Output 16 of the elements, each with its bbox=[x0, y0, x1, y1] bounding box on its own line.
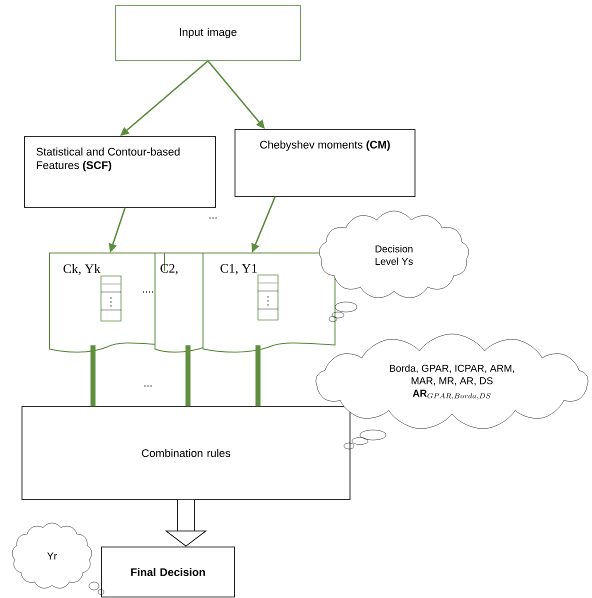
process-box: Final Decision bbox=[101, 546, 235, 598]
ellipsis: ... bbox=[144, 385, 152, 387]
process-box: Combination rules bbox=[22, 406, 350, 500]
node-label: $\mathbf{AR}_{GPAR,Borda,DS}$ bbox=[412, 390, 491, 400]
process-box: Chebyshev moments (CM) bbox=[234, 129, 416, 197]
ellipsis: .... bbox=[142, 291, 154, 293]
connector-bar bbox=[186, 345, 190, 406]
thought-cloud: Decision Level Ys bbox=[319, 210, 469, 322]
ellipsis: ... bbox=[209, 217, 217, 219]
process-box: Input image bbox=[115, 5, 301, 61]
node-label: Borda, GPAR, ICPAR, ARM, MAR, MR, AR, DS bbox=[390, 364, 514, 386]
process-box: Statistical and Contour-based Features (SCF) bbox=[24, 136, 216, 208]
connector-bar bbox=[256, 345, 260, 406]
thought-cloud: Yr bbox=[12, 522, 104, 595]
thought-cloud: Borda, GPAR, ICPAR, ARM, MAR, MR, AR, DS $\mathbf{AR}_{GPAR,Borda,DS}$ bbox=[316, 334, 588, 450]
connector-bar bbox=[90, 345, 96, 406]
